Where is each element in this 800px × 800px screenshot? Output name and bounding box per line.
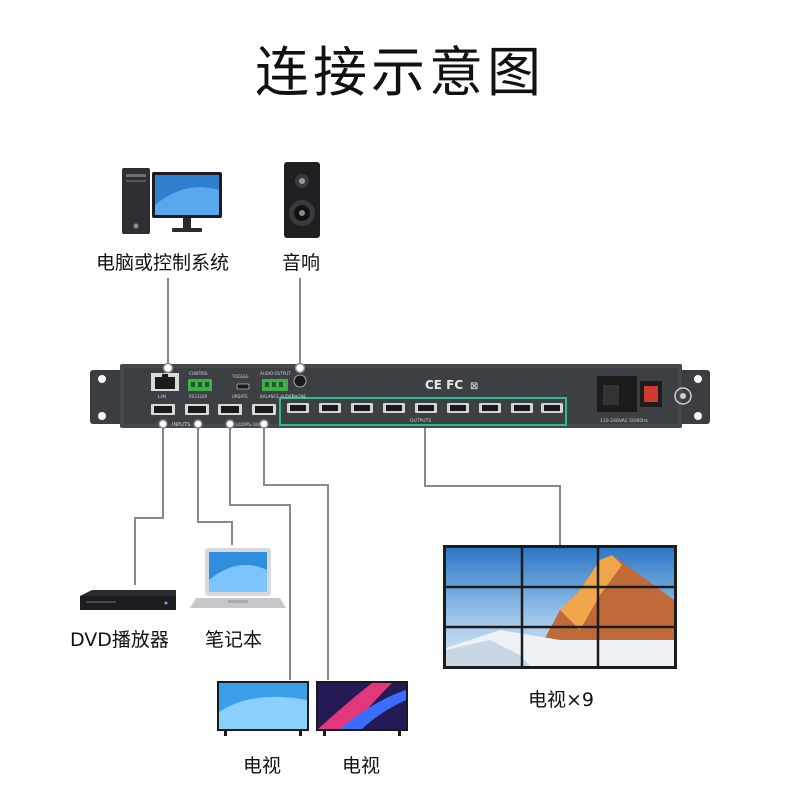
video-wall-label: 电视×9 [528,689,595,711]
connection-wires [134,278,561,680]
balance-audio-label: BALANCE AUDIO [260,394,293,399]
power-rating-label: 110-240VAC 50/60Hz [600,418,649,424]
computer-icon [122,168,222,234]
laptop-icon [190,548,286,608]
audio-output-label: AUDIO OUTPUT [260,371,291,376]
matrix-switcher [90,362,710,429]
page-title: 连接示意图 [255,41,545,104]
dvd-label: DVD播放器 [70,629,169,651]
wire-laptop [197,425,233,545]
phone-label: PHONE [292,394,307,399]
control-label: CONTROL [189,371,209,376]
tv-right-icon [316,681,408,736]
tv-right-label: 电视 [342,755,381,777]
toggle-label: TOGGLE [231,374,249,379]
video-wall-icon [443,545,677,669]
certification-marks: CE FC [425,378,463,392]
laptop-label: 笔记本 [205,629,263,651]
lan-label: LAN [158,394,166,399]
computer-label: 电脑或控制系统 [96,252,230,274]
speaker-icon [284,162,320,238]
rs232-label: RS232/IR [189,394,207,399]
wire-tv-left [229,425,291,680]
tv-left-label: 电视 [243,755,282,777]
tv-left-icon [217,681,309,736]
wire-video-wall [424,426,561,545]
outputs-label: OUTPUTS [410,418,431,424]
update-label: UPDATE [232,394,248,399]
dvd-player-icon [80,590,176,610]
wire-tv-right [263,425,329,680]
inputs-label: INPUTS [172,422,190,428]
wire-dvd [134,425,164,585]
speaker-label: 音响 [282,252,321,274]
loops-label: LOOPS OUT [236,422,262,428]
weee-icon: ⊠ [470,381,478,392]
